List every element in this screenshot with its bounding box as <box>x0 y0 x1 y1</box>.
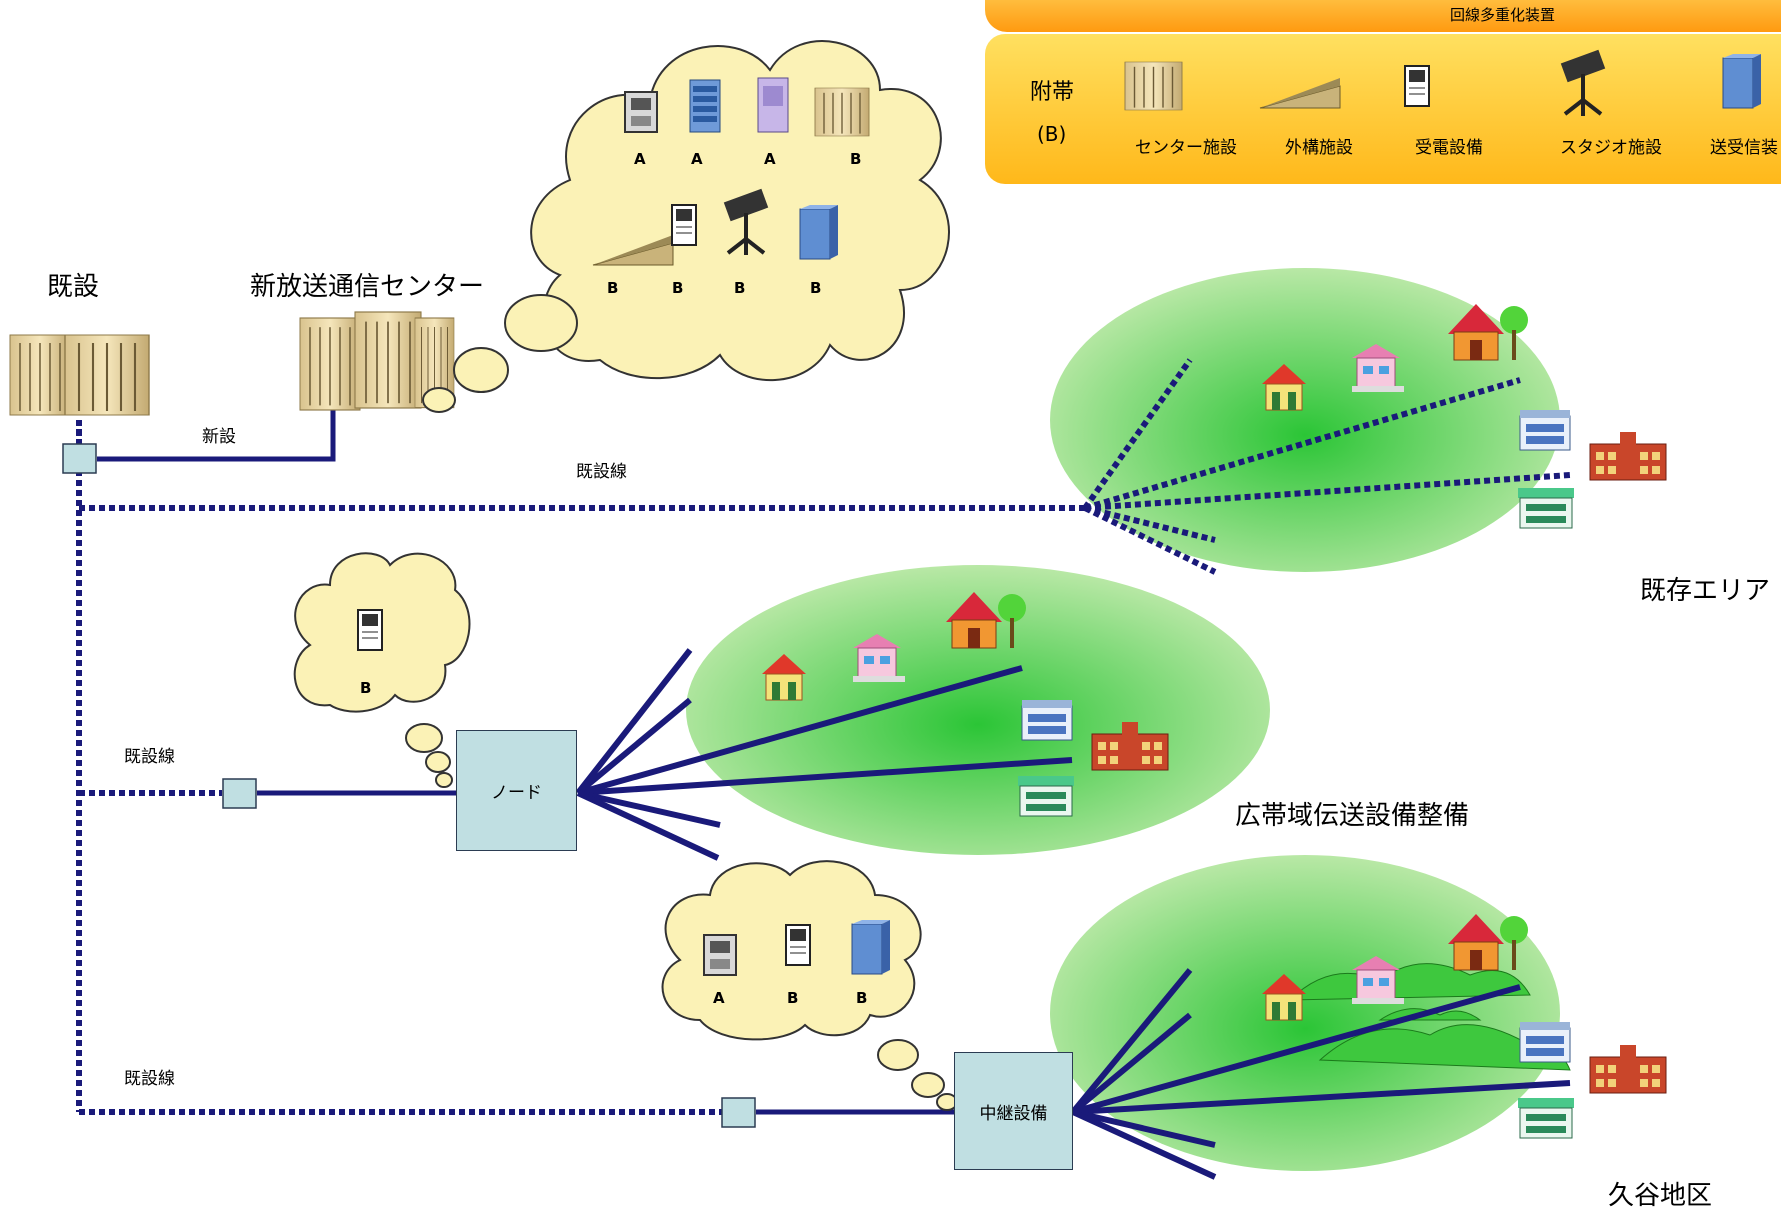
center-facility-icon <box>814 87 870 137</box>
cabinet-icon <box>757 77 789 133</box>
existing-line-mid-label: 既設線 <box>124 747 175 767</box>
cloud-letter: B <box>810 279 822 297</box>
center-facility-icon <box>1124 61 1183 111</box>
hills <box>1288 963 1571 1071</box>
cloud-letter: B <box>360 679 372 697</box>
existing-line-bottom-label: 既設線 <box>124 1069 175 1089</box>
existing-area-label: 既存エリア <box>1640 576 1771 606</box>
camera-icon <box>1558 47 1608 118</box>
mux-icon <box>703 934 737 976</box>
existing-label: 既設 <box>47 272 100 302</box>
power-icon <box>671 204 697 246</box>
legend-item-center: センター施設 <box>1135 138 1237 158</box>
relay-cloud <box>661 860 958 1111</box>
kutani-label: 久谷地区 <box>1608 1181 1713 1211</box>
new-center-label: 新放送通信センター <box>250 272 485 302</box>
legend-panel: 附帯 (B) センター施設 外構施設 受電設備 スタジオ施設 送受信装 <box>985 34 1781 184</box>
junction-bottom <box>721 1097 756 1128</box>
power-icon <box>785 924 811 966</box>
legend-item-transmitter: 送受信装 <box>1710 138 1778 158</box>
transmitter-icon <box>799 204 839 260</box>
new-line-label: 新設 <box>202 427 236 447</box>
rack-icon <box>689 79 721 133</box>
broadband-area-zone <box>686 565 1270 855</box>
existing-building-icon <box>9 333 151 417</box>
wall-facility-icon <box>1259 77 1341 109</box>
cloud-letter: B <box>850 150 862 168</box>
cloud-letter: B <box>672 279 684 297</box>
cloud-letter: B <box>787 989 799 1007</box>
existing-area-zone <box>1050 268 1560 572</box>
relay-box: 中継設備 <box>954 1052 1073 1170</box>
junction-mid <box>222 778 257 809</box>
cloud-letter: A <box>634 150 646 168</box>
legend-item-studio: スタジオ施設 <box>1560 138 1662 158</box>
cloud-letter: A <box>764 150 776 168</box>
legend-item-power: 受電設備 <box>1415 138 1483 158</box>
cloud-letter: B <box>734 279 746 297</box>
broadband-label: 広帯域伝送設備整備 <box>1235 801 1470 831</box>
legend-group-code: (B) <box>1037 122 1067 146</box>
transmitter-icon <box>1722 53 1762 109</box>
legend-icons <box>1124 47 1762 118</box>
cloud-letter: A <box>691 150 703 168</box>
legend-top-caption: 回線多重化装置 <box>1449 6 1555 24</box>
legend-top-band: 回線多重化装置 <box>985 0 1781 32</box>
power-icon <box>357 609 383 651</box>
legend-item-wall: 外構施設 <box>1285 138 1353 158</box>
transmitter-icon <box>851 919 891 975</box>
power-icon <box>1404 65 1430 107</box>
existing-line-top-label: 既設線 <box>576 462 627 482</box>
node-box: ノード <box>456 730 577 851</box>
node-cloud <box>293 552 471 788</box>
junction-top <box>62 443 97 474</box>
legend-group-label: 附帯 <box>1030 80 1075 105</box>
cloud-letter: B <box>856 989 868 1007</box>
cloud-letter: A <box>713 989 725 1007</box>
new-line <box>97 410 336 462</box>
mux-icon <box>624 91 658 133</box>
cloud-letter: B <box>607 279 619 297</box>
